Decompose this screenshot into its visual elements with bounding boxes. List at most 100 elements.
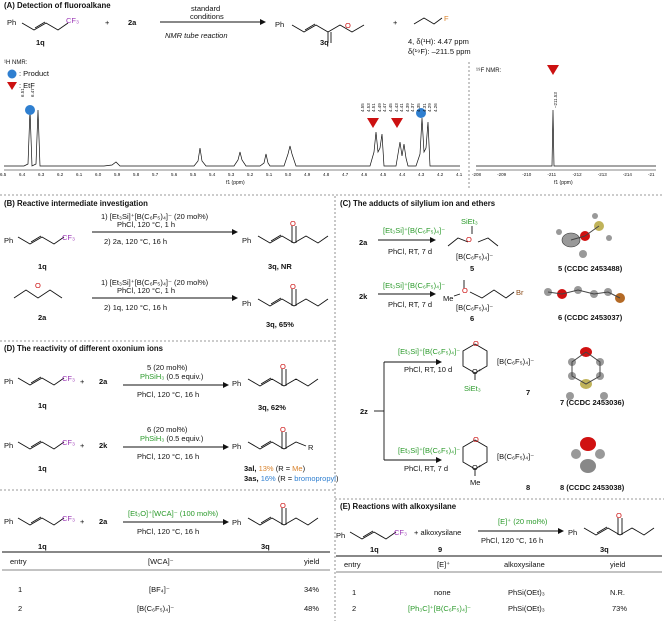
section-b-title: (B) Reactive intermediate investigation bbox=[4, 199, 148, 208]
h-axis-tick: 6.4 bbox=[19, 172, 26, 177]
d-1q-structure-1 bbox=[17, 376, 65, 386]
e-row1-yield: N.R. bbox=[610, 588, 625, 597]
cf3-label: CF₃ bbox=[66, 16, 80, 25]
section-e-title: (E) Reactions with alkoxysilane bbox=[340, 502, 457, 511]
peak-label-right: 4.41 bbox=[399, 103, 405, 112]
h-axis-tick: 6.2 bbox=[57, 172, 64, 177]
d-1q-structure-2 bbox=[17, 440, 65, 450]
plus-sign: + bbox=[105, 18, 110, 27]
c-arrow-2 bbox=[378, 291, 436, 297]
e-prod: 3q bbox=[600, 545, 609, 554]
d-prod1-rval: Me bbox=[292, 464, 303, 473]
section-a-title: (A) Detection of fluoroalkane bbox=[4, 1, 111, 10]
h-axis-tick: 4.2 bbox=[437, 172, 444, 177]
ph-label-3q: Ph bbox=[275, 20, 285, 29]
e-table-lines bbox=[336, 555, 662, 573]
f19-shift: δ(¹⁹F): –211.5 ppm bbox=[408, 47, 471, 56]
etf-peak-marker-1 bbox=[367, 118, 379, 128]
c-r3-reag: 2z bbox=[360, 407, 368, 416]
compound-1q-structure bbox=[21, 21, 69, 31]
peak-label-right: 4.26 bbox=[432, 103, 438, 112]
b-3q-structure-1 bbox=[257, 226, 329, 244]
c-r3-cat1: [Et₃Si]⁺[B(C₆F₅)₄]⁻ bbox=[398, 347, 461, 356]
d-r3-sub: 1q bbox=[38, 542, 47, 551]
d-prod1-r: (R = bbox=[273, 464, 293, 473]
c-r2-reag: 2k bbox=[359, 292, 368, 301]
d-cf3-2: CF₃ bbox=[62, 438, 76, 447]
legend-product: : Product bbox=[19, 69, 50, 78]
e-reag-num: 9 bbox=[438, 545, 443, 554]
c-8-structure bbox=[462, 439, 488, 476]
f-axis-tick: -214 bbox=[622, 172, 632, 177]
b-ph-label-3: Ph bbox=[242, 299, 252, 308]
d-o-2: O bbox=[280, 425, 286, 434]
d-r3-plus: + bbox=[80, 517, 85, 526]
e-th-alkoxysilane: alkoxysilane bbox=[504, 560, 545, 569]
e-th-e: [E]⁺ bbox=[437, 560, 451, 569]
h-axis-tick: 4.4 bbox=[399, 172, 406, 177]
c-7-structure bbox=[462, 343, 488, 380]
c-r3-cond1: PhCl, RT, 10 d bbox=[404, 365, 453, 374]
d-table-lines bbox=[2, 551, 330, 571]
h-axis-tick: 5.9 bbox=[114, 172, 121, 177]
d-prod1-id: 3al, bbox=[244, 464, 259, 473]
f-axis-tick: -213 bbox=[597, 172, 607, 177]
c-crystal-6 bbox=[544, 286, 625, 303]
f-nmr-spectrum bbox=[476, 109, 656, 171]
b-o-2: O bbox=[290, 282, 296, 291]
c-r3-cond2: PhCl, RT, 7 d bbox=[404, 464, 449, 473]
o-label-3q: O bbox=[345, 21, 351, 30]
c-r3-cat2: [Et₃Si]⁺[B(C₆F₅)₄]⁻ bbox=[398, 446, 461, 455]
d-prod2-close: ) bbox=[335, 474, 339, 483]
h-axis-tick: 5.4 bbox=[209, 172, 216, 177]
d-row1-entry: 1 bbox=[18, 585, 23, 594]
c-r3-ccdc2: 8 (CCDC 2453038) bbox=[560, 483, 625, 492]
compound4-shift: 4, δ(¹H): 4.47 ppm bbox=[408, 37, 469, 46]
e-ph-3q: Ph bbox=[568, 528, 578, 537]
c-7-o-top: O bbox=[473, 339, 479, 348]
c-r1-anion: [B(C₆F₅)₄]⁻ bbox=[456, 252, 494, 261]
b-label-1q: 1q bbox=[38, 262, 47, 271]
d-prod2-yield: 16% bbox=[260, 474, 276, 483]
h-axis-tick: 5.0 bbox=[285, 172, 292, 177]
d-r1-cond: PhCl, 120 °C, 16 h bbox=[137, 390, 200, 399]
f-label: F bbox=[444, 14, 449, 23]
d-r1-silane: PhSiH₃ (0.5 equiv.) bbox=[140, 372, 203, 381]
e-th-entry: entry bbox=[344, 560, 361, 569]
h-axis-tick: 4.6 bbox=[361, 172, 368, 177]
b-ph-label-2: Ph bbox=[242, 236, 252, 245]
h-axis-tick: 6.1 bbox=[76, 172, 83, 177]
d-th-wca: [WCA]⁻ bbox=[148, 557, 174, 566]
h-axis-tick: 5.5 bbox=[190, 172, 197, 177]
e-row1-entry: 1 bbox=[352, 588, 357, 597]
ethyl-fluoride-structure bbox=[413, 17, 443, 25]
e-row2-e: [Ph₃C]⁺[B(C₆F₅)₄]⁻ bbox=[408, 604, 471, 613]
divider-a-vertical bbox=[468, 62, 470, 188]
peak-label-647: 6.47 bbox=[30, 88, 35, 97]
c-5-o: O bbox=[466, 235, 472, 244]
d-r2-reag: 2k bbox=[99, 441, 108, 450]
b-arrow-2 bbox=[92, 295, 238, 301]
h-nmr-label: ¹H NMR: bbox=[4, 60, 28, 66]
d-r3-cat-text: [Et₃O]⁺[WCA]⁻ (100 mol%) bbox=[128, 509, 219, 518]
e-row1-e: none bbox=[434, 588, 451, 597]
d-r2-cond: PhCl, 120 °C, 16 h bbox=[137, 452, 200, 461]
d-arrow-1 bbox=[123, 382, 229, 388]
b-arrow-1 bbox=[92, 229, 238, 235]
reagent-2a: 2a bbox=[128, 18, 137, 27]
etf-marker-icon bbox=[7, 82, 17, 90]
b-r1-prod: 3q, NR bbox=[268, 262, 292, 271]
d-row2-yield: 48% bbox=[304, 604, 320, 613]
d-prod1-close: ) bbox=[302, 464, 306, 473]
plus-sign-2: + bbox=[393, 18, 398, 27]
h-axis-tick: 5.7 bbox=[152, 172, 159, 177]
f-axis-unit: f1 (ppm) bbox=[554, 180, 573, 186]
c-crystal-8 bbox=[571, 437, 605, 473]
c-r1-reag: 2a bbox=[359, 238, 368, 247]
e-cf3: CF₃ bbox=[394, 528, 408, 537]
h-axis-tick: 4.7 bbox=[342, 172, 349, 177]
b-2a-structure bbox=[13, 289, 63, 299]
d-ph-3q-1: Ph bbox=[232, 379, 242, 388]
d-r3-cond: PhCl, 120 °C, 16 h bbox=[137, 527, 200, 536]
f-axis-tick: -208 bbox=[472, 172, 482, 177]
